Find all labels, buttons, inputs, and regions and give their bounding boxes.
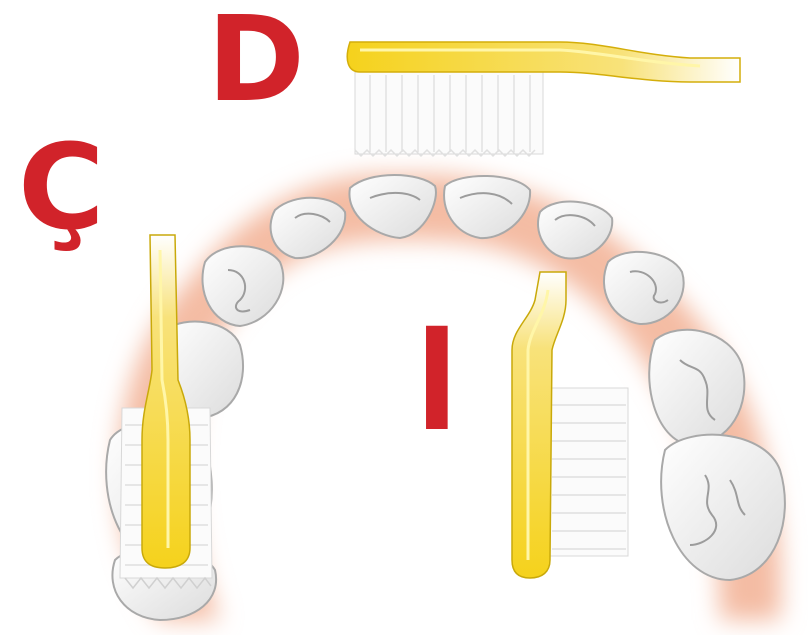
tooth (661, 435, 785, 580)
tooth (271, 198, 346, 258)
label-inner-surface: I (416, 302, 458, 452)
label-outer-surface: Ç (18, 128, 105, 246)
toothbrush-top (347, 42, 740, 156)
tooth (649, 330, 744, 445)
bristles-right (550, 388, 628, 556)
tooth (202, 246, 283, 326)
bristles-top (355, 72, 543, 156)
label-top-surface: D (207, 0, 305, 118)
